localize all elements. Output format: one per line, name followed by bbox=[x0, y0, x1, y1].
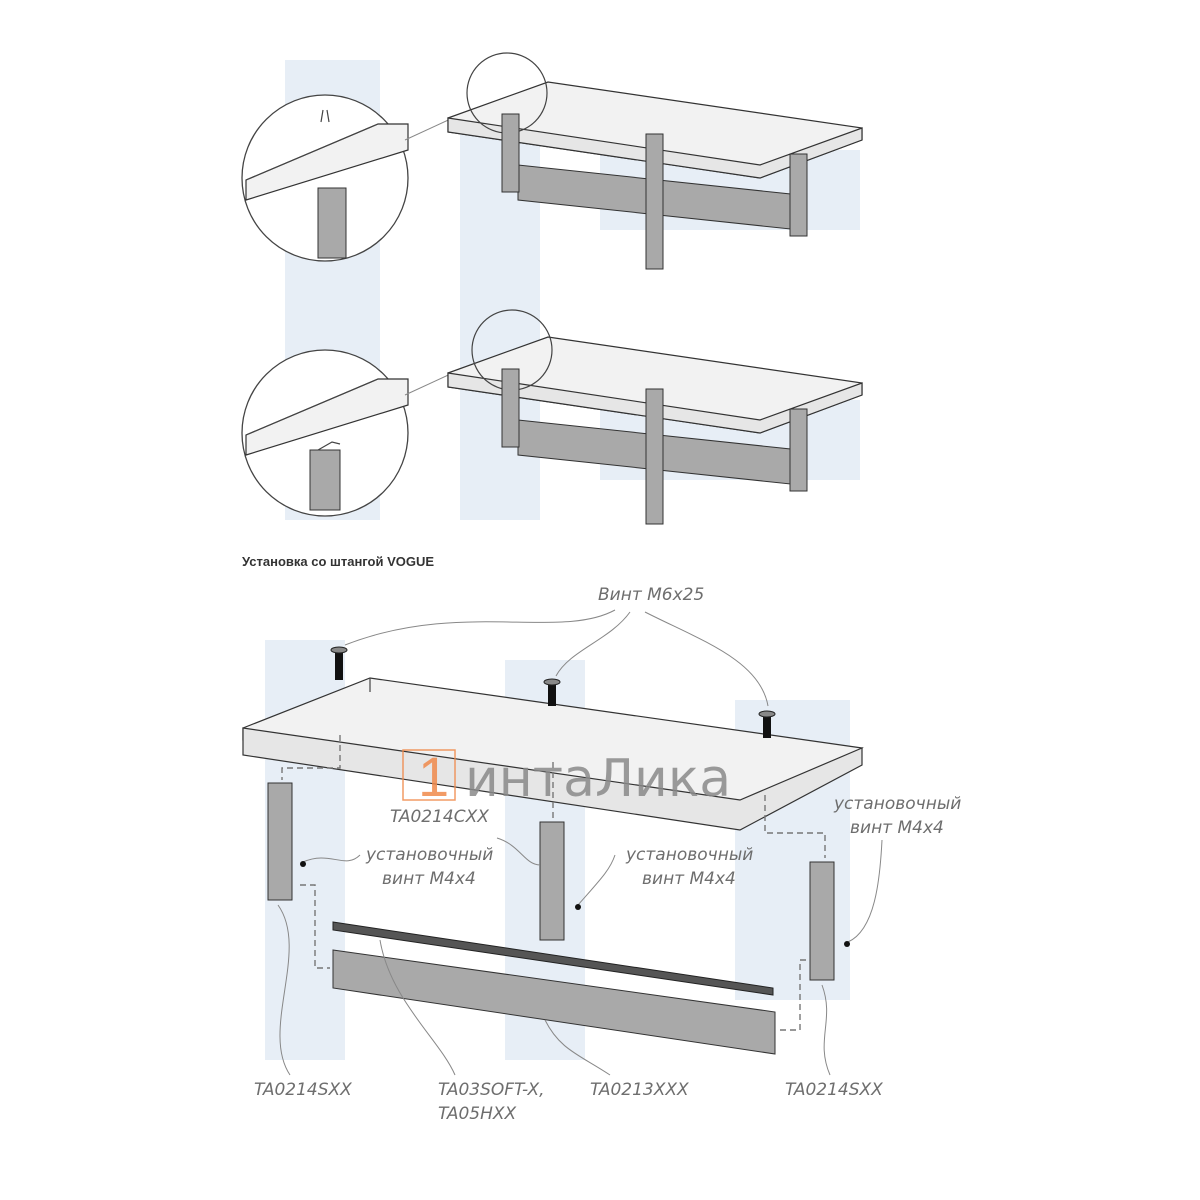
label-set-screw-2b: винт M4x4 bbox=[642, 869, 736, 889]
label-side-post-left: TA0214SXX bbox=[254, 1080, 352, 1100]
label-screw-m6x25: Винт M6x25 bbox=[598, 585, 704, 605]
screw-m6x25 bbox=[758, 710, 776, 738]
shelf-figure-2 bbox=[241, 309, 863, 525]
label-set-screw-1a: установочный bbox=[365, 845, 493, 865]
intalika-watermark-logo: 1 интаЛика bbox=[402, 745, 731, 809]
section-title: Установка со штангой VOGUE bbox=[242, 554, 434, 569]
label-side-post-right: TA0214SXX bbox=[785, 1080, 883, 1100]
label-rail-2: TA05HXX bbox=[438, 1104, 517, 1124]
side-post-right bbox=[809, 861, 835, 981]
label-center-post: TA0214CXX bbox=[390, 807, 489, 827]
panel bbox=[332, 949, 776, 1055]
center-post bbox=[539, 821, 565, 941]
rail bbox=[332, 921, 774, 996]
logo-text: интаЛика bbox=[465, 749, 731, 809]
screw-m6x25 bbox=[543, 678, 561, 706]
label-panel: TA0213XXX bbox=[590, 1080, 689, 1100]
exploded-view bbox=[242, 609, 883, 1076]
screw-m6x25 bbox=[330, 646, 348, 680]
shelf-figure-1 bbox=[241, 52, 863, 270]
label-set-screw-2a: установочный bbox=[625, 845, 753, 865]
label-set-screw-3a: установочный bbox=[833, 794, 961, 814]
side-post-left bbox=[267, 782, 293, 901]
logo-mark: 1 bbox=[418, 745, 449, 808]
label-rail-1: TA03SOFT-X, bbox=[438, 1080, 545, 1100]
label-set-screw-3b: винт M4x4 bbox=[850, 818, 944, 838]
label-set-screw-1b: винт M4x4 bbox=[382, 869, 476, 889]
